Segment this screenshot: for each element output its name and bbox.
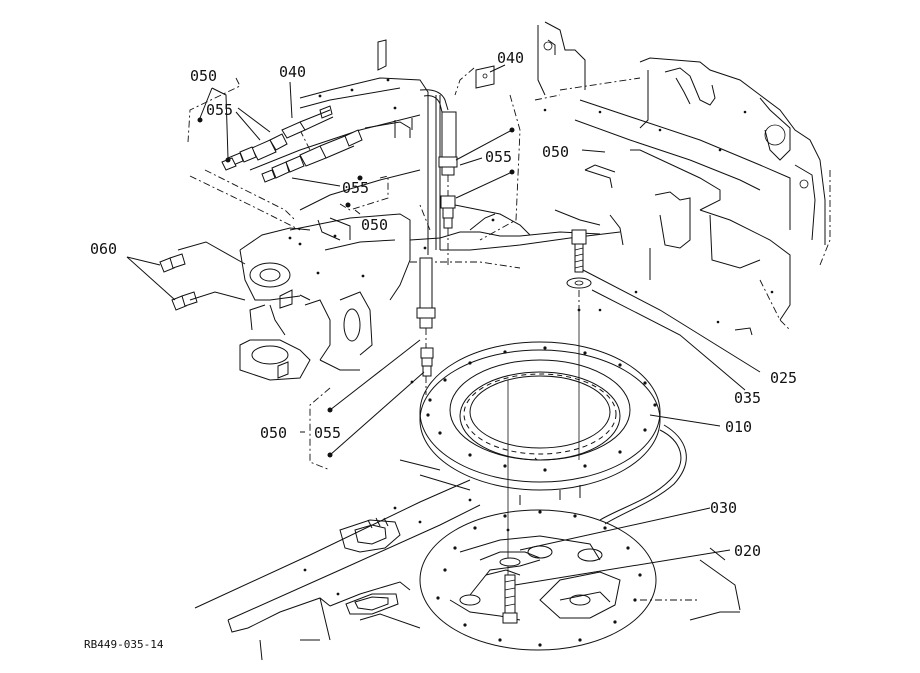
part-number-labels: 050 040 055 055 050 060 040 055 050 025 … — [84, 49, 797, 651]
label-050-mid: 050 — [361, 216, 388, 234]
swing-bracket-frame — [239, 39, 621, 384]
label-010: 010 — [725, 418, 752, 436]
label-055-lower-left: 055 — [314, 424, 341, 442]
swing-bearing — [419, 341, 687, 525]
label-055-mid: 055 — [342, 179, 369, 197]
label-060: 060 — [90, 240, 117, 258]
lower-swing-plate — [419, 509, 657, 651]
upper-hoses — [419, 89, 449, 255]
label-020: 020 — [734, 542, 761, 560]
label-050-top-left: 050 — [190, 67, 217, 85]
label-050-right: 050 — [542, 143, 569, 161]
center-axis-lines — [507, 310, 580, 620]
bolt-and-washer — [566, 229, 592, 312]
grease-fittings-upper-right — [416, 65, 495, 395]
label-040-top: 040 — [279, 63, 306, 81]
label-050-lower-left: 050 — [260, 424, 287, 442]
callout-leaders — [126, 64, 761, 586]
label-030: 030 — [710, 499, 737, 517]
grease-fittings-left — [159, 109, 363, 311]
label-025: 025 — [770, 369, 797, 387]
track-frame — [194, 459, 741, 661]
label-040-right: 040 — [497, 49, 524, 67]
upper-frame — [534, 21, 831, 336]
label-055-top: 055 — [206, 101, 233, 119]
label-035: 035 — [734, 389, 761, 407]
label-055-right: 055 — [485, 148, 512, 166]
drawing-reference-code: RB449-035-14 — [84, 638, 164, 651]
